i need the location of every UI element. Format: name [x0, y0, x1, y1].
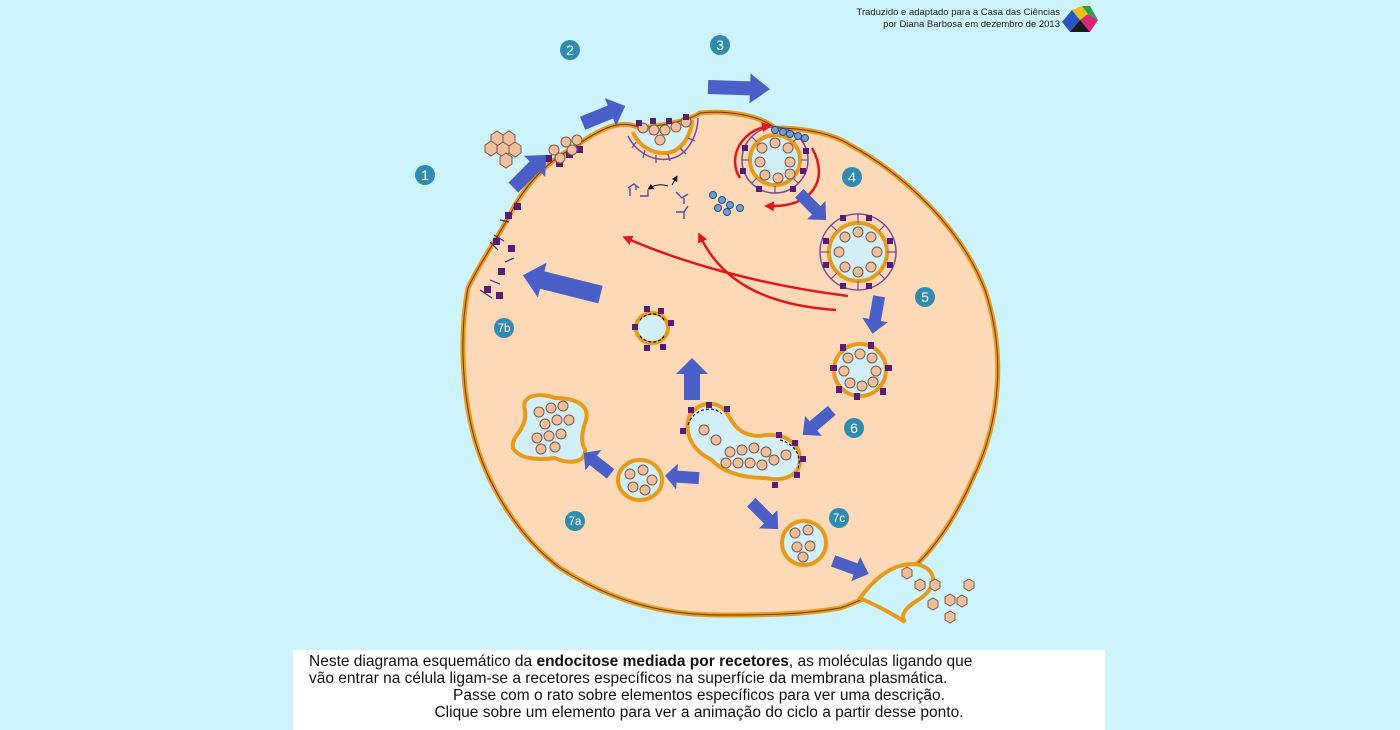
svg-text:6: 6	[850, 420, 858, 436]
caption-line-1: Neste diagrama esquemático da endocitose…	[309, 653, 973, 670]
credit-line-1: Traduzido e adaptado para a Casa das Ciê…	[856, 7, 1061, 18]
step-badge-5-icon	[915, 287, 935, 307]
credit-text: Traduzido e adaptado para a Casa das Ciê…	[830, 7, 1061, 31]
step-badge-6-icon	[844, 418, 864, 438]
coated-vesicle[interactable]	[819, 213, 897, 291]
blue-flow-arrows[interactable]	[503, 72, 892, 586]
disassembly-arrow	[647, 183, 669, 190]
step-badge-3-icon	[710, 35, 730, 55]
endosome[interactable]	[680, 401, 806, 488]
description-panel: Neste diagrama esquemático da endocitose…	[293, 650, 1105, 730]
caption-line-2: vão entrar na célula ligam-se a recetore…	[309, 670, 948, 687]
released-ligands[interactable]	[901, 566, 975, 624]
svg-text:7a: 7a	[569, 516, 582, 528]
step-badge-1[interactable]: 1	[415, 165, 435, 185]
endocytosis-diagram: 1 2 3 4 5 6 7a 7b 7c	[415, 35, 1001, 624]
free-ligands[interactable]	[484, 130, 522, 169]
surface-clathrin	[479, 219, 515, 299]
receptor-recycling-vesicle[interactable]	[632, 306, 674, 351]
coated-pit[interactable]	[627, 114, 699, 163]
casa-das-ciencias-logo[interactable]	[1060, 4, 1100, 34]
exocytic-vesicle[interactable]	[780, 519, 828, 567]
disassembly-arrow-2	[671, 175, 678, 186]
step-badge-7a-icon	[565, 511, 585, 531]
clathrin-triskelions[interactable]	[627, 183, 689, 219]
step-badge-7c[interactable]: 7c	[829, 508, 849, 528]
step-badge-4[interactable]: 4	[842, 167, 862, 187]
step-badge-3[interactable]: 3	[710, 35, 730, 55]
step-badge-7b-icon	[494, 318, 514, 338]
caption-keyword: endocitose mediada por recetores	[536, 653, 789, 670]
step-badge-2[interactable]: 2	[560, 40, 580, 60]
svg-text:2: 2	[566, 42, 574, 58]
caption-hover-hint: Passe com o rato sobre elementos específ…	[453, 687, 945, 704]
svg-text:1: 1	[421, 167, 429, 183]
svg-text:5: 5	[921, 289, 929, 305]
lysosome[interactable]	[510, 393, 589, 464]
svg-text:7b: 7b	[498, 323, 511, 335]
transport-vesicle[interactable]	[616, 458, 664, 502]
step-badge-7c-icon	[829, 508, 849, 528]
cell-body[interactable]	[460, 109, 1001, 618]
step-badge-7a[interactable]: 7a	[565, 511, 585, 531]
uncoated-vesicle[interactable]	[830, 342, 892, 400]
step-badge-5[interactable]: 5	[915, 287, 935, 307]
svg-text:4: 4	[848, 169, 856, 185]
bound-ligands[interactable]	[548, 134, 583, 164]
step-badge-7b[interactable]: 7b	[494, 318, 514, 338]
caption-click-hint: Clique sobre um elemento para ver a anim…	[434, 704, 964, 721]
step-badge-2-icon	[560, 40, 580, 60]
svg-text:3: 3	[716, 37, 724, 53]
released-coat-proteins[interactable]	[709, 191, 744, 216]
credit-line-2: por Diana Barbosa em dezembro de 2013	[883, 19, 1060, 30]
coated-vesicle-budding[interactable]	[740, 126, 809, 194]
svg-text:7c: 7c	[833, 513, 845, 525]
red-recycling-arrows[interactable]	[622, 122, 849, 312]
step-badge-4-icon	[842, 167, 862, 187]
step-badge-6[interactable]: 6	[844, 418, 864, 438]
exocytosis-opening[interactable]	[856, 562, 935, 624]
step-badge-1-icon	[415, 165, 435, 185]
